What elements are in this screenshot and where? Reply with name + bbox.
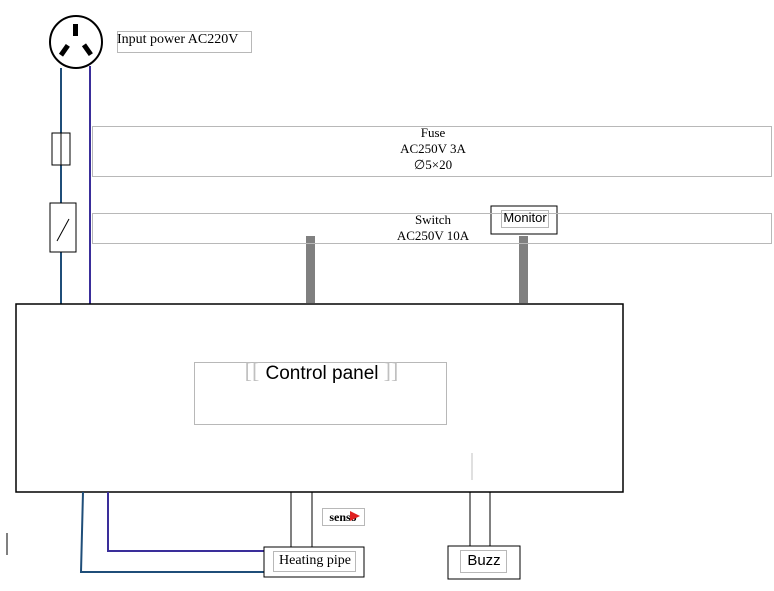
heating-wire-purple — [107, 492, 268, 552]
heating-pipe-label: Heating pipe — [279, 553, 351, 568]
control-panel-bracket-right: ]] — [383, 358, 399, 383]
switch-label-rating: AC250V 10A — [396, 228, 470, 243]
power-socket-icon — [49, 15, 103, 69]
input-power-label-frame — [117, 31, 252, 53]
fuse-label-name: Fuse — [420, 125, 446, 140]
heating-pipe-box — [263, 546, 365, 578]
buzz-label-frame — [460, 550, 507, 573]
input-power-label: Input power AC220V — [117, 32, 239, 47]
switch-icon — [49, 202, 77, 253]
control-panel-label-frame — [194, 362, 447, 425]
switch-label-frame — [92, 213, 772, 244]
monitor-label-frame — [501, 210, 549, 228]
sensor-label-frame — [322, 508, 365, 526]
fuse-label-frame — [92, 126, 772, 177]
fuse-label-size: ∅5×20 — [413, 157, 453, 172]
buzz-label: Buzz — [467, 552, 501, 569]
control-panel-box — [15, 303, 624, 493]
heating-pipe-label-frame — [273, 551, 356, 572]
switch-label-name: Switch — [414, 212, 452, 227]
heating-wire-dark — [79, 491, 274, 573]
control-panel-bracket-left: [[ — [244, 358, 260, 383]
monitor-connector — [519, 236, 528, 303]
monitor-label: Monitor — [503, 210, 547, 225]
sensor-arrow-icon — [350, 511, 360, 521]
control-panel-label: Control panel — [265, 363, 379, 384]
sensor-label: senso — [329, 510, 357, 524]
fuse-label-rating: AC250V 3A — [400, 141, 466, 156]
switch-connector — [306, 236, 315, 303]
